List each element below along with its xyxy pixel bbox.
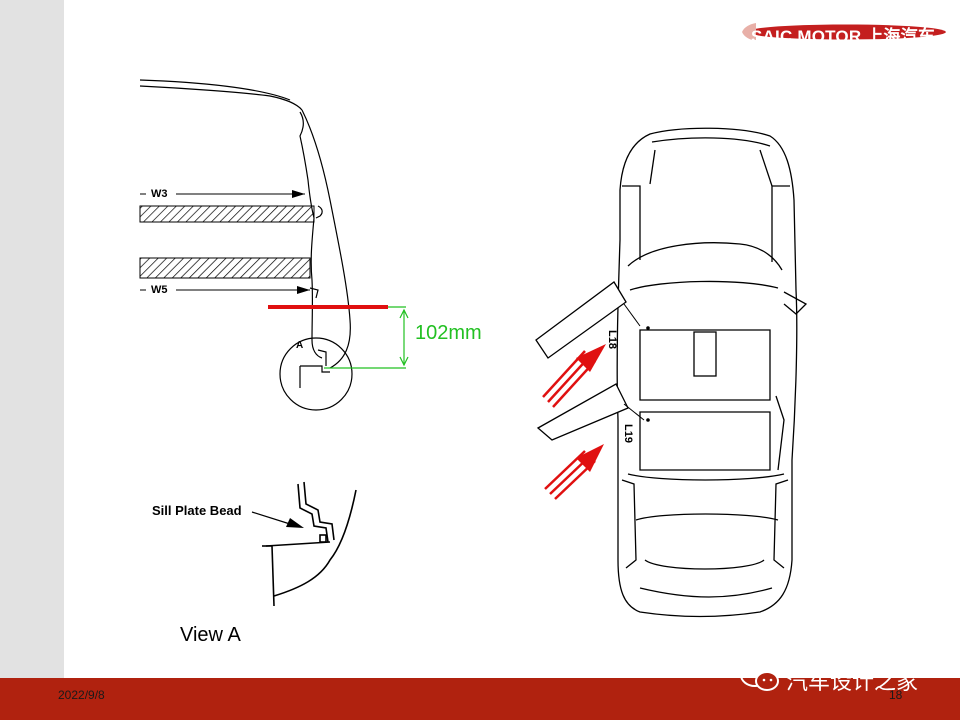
- car-label-l18: L18: [606, 330, 618, 349]
- cross-section: [139, 79, 353, 411]
- logo-text: SAIC MOTOR 上海汽车: [751, 27, 936, 46]
- watermark-text: 汽车设计之家: [786, 669, 919, 694]
- side-strip: [0, 0, 64, 678]
- section-label-w5: W5: [151, 284, 168, 296]
- rear-door-open: [536, 383, 629, 441]
- page-number: 18: [889, 688, 903, 702]
- green-dimension: [324, 306, 409, 369]
- dimension-label: 102mm: [415, 322, 482, 344]
- view-a-label: View A: [180, 624, 241, 646]
- sill-arrow: [286, 518, 304, 528]
- wechat-icon: [740, 663, 779, 691]
- view-a-detail: [251, 481, 357, 607]
- section-label-w3: W3: [151, 188, 168, 200]
- car-outline: [616, 127, 808, 618]
- sill-plate-label: Sill Plate Bead: [152, 503, 242, 518]
- detail-marker: A: [296, 340, 304, 351]
- footer-date: 2022/9/8: [58, 688, 105, 702]
- front-door-open: [535, 281, 627, 359]
- car-label-l19: L19: [622, 424, 634, 443]
- saic-logo: [742, 23, 946, 41]
- footer-bar: [0, 678, 960, 720]
